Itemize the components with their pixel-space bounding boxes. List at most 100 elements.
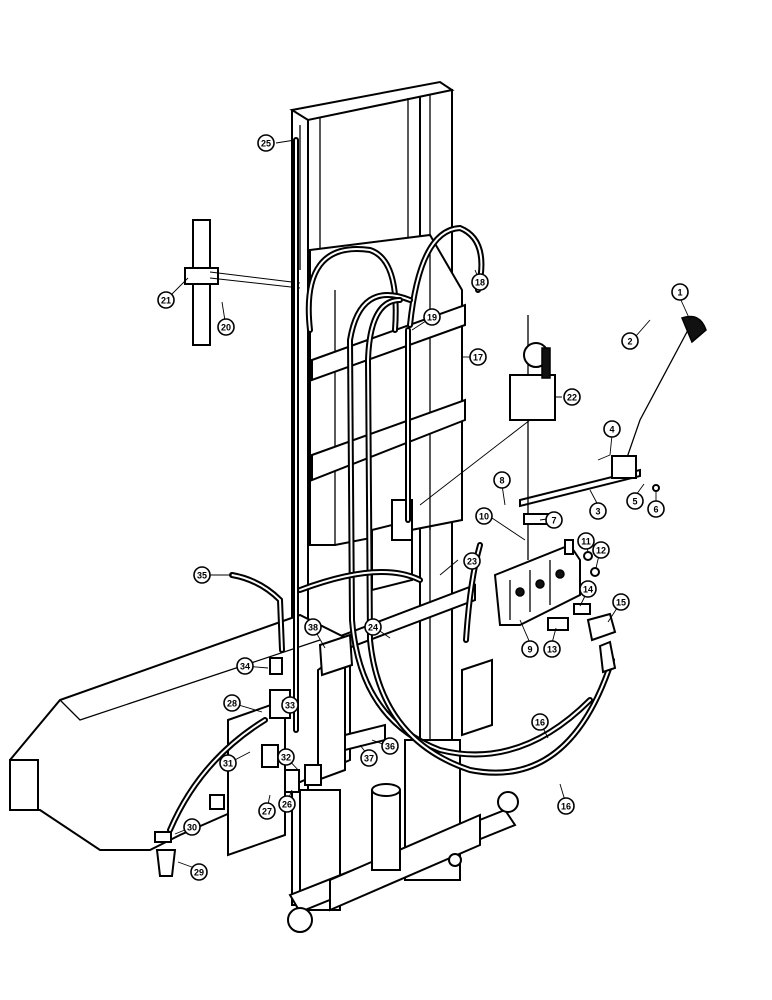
callout-number: 30 [187,823,197,833]
callout-number: 6 [653,505,658,515]
callout-16-b: 16 [557,797,575,815]
callout-13: 13 [543,640,561,658]
left-post-clamp [184,219,301,346]
callout-34: 34 [236,657,254,675]
callout-number: 21 [161,296,171,306]
callout-27: 27 [258,802,276,820]
callout-number: 27 [262,807,272,817]
callout-35: 35 [193,566,211,584]
callout-7: 7 [545,511,563,529]
callout-24: 24 [364,618,382,636]
callout-circle [183,818,201,836]
callout-number: 5 [632,497,637,507]
callout-circle [236,657,254,675]
callout-2: 2 [621,332,639,350]
callout-1: 1 [671,283,689,301]
callout-circle [543,640,561,658]
callout-number: 14 [583,585,593,595]
callout-circle [626,492,644,510]
callout-number: 15 [616,598,626,608]
callout-circle [579,580,597,598]
callout-28: 28 [223,694,241,712]
callout-29: 29 [190,863,208,881]
callout-circle [563,388,581,406]
callout-circle [545,511,563,529]
callout-circle [475,507,493,525]
callout-circle [258,802,276,820]
callout-circle [647,500,665,518]
callout-4: 4 [603,420,621,438]
callout-25: 25 [257,134,275,152]
callout-6: 6 [647,500,665,518]
callout-circle [423,308,441,326]
callout-8: 8 [493,471,511,489]
callout-number: 7 [551,516,556,526]
callout-circle [381,737,399,755]
callout-number: 23 [467,557,477,567]
callout-number: 18 [475,278,485,288]
callout-number: 22 [567,393,577,403]
callout-22: 22 [563,388,581,406]
callout-circle [193,566,211,584]
callout-31: 31 [219,754,237,772]
callout-12: 12 [592,541,610,559]
callout-circle [217,318,235,336]
callout-circle [592,541,610,559]
callout-17: 17 [469,348,487,366]
callout-number: 26 [282,800,292,810]
callout-15: 15 [612,593,630,611]
callout-number: 35 [197,571,207,581]
callout-circle [469,348,487,366]
callout-circle [577,532,595,550]
cylinder-38 [154,633,386,877]
callout-circle [471,273,489,291]
callout-number: 34 [240,662,250,672]
callout-number: 9 [527,645,532,655]
callout-number: 25 [261,139,271,149]
callout-20: 20 [217,318,235,336]
callout-19: 19 [423,308,441,326]
callout-number: 16 [535,718,545,728]
callout-number: 38 [308,623,318,633]
callout-number: 32 [281,753,291,763]
callout-23: 23 [463,552,481,570]
callout-circle [281,696,299,714]
hydraulic-hoses [167,137,615,833]
callout-circle [157,291,175,309]
callout-36: 36 [381,737,399,755]
callout-number: 13 [547,645,557,655]
control-lever [519,315,707,508]
callout-number: 28 [227,699,237,709]
callout-circle [360,749,378,767]
callout-11: 11 [577,532,595,550]
callout-16: 16 [531,713,549,731]
callout-9: 9 [521,640,539,658]
callout-number: 31 [223,759,233,769]
callout-33: 33 [281,696,299,714]
callout-circle [589,502,607,520]
callout-number: 16 [561,802,571,812]
callout-5: 5 [626,492,644,510]
callout-circle [612,593,630,611]
callout-circle [277,748,295,766]
callout-number: 33 [285,701,295,711]
callout-3: 3 [589,502,607,520]
callout-circle [493,471,511,489]
callout-number: 29 [194,868,204,878]
callout-37: 37 [360,749,378,767]
callout-18: 18 [471,273,489,291]
valve-fittings [523,484,660,674]
callout-14: 14 [579,580,597,598]
callout-number: 17 [473,353,483,363]
callout-circle [603,420,621,438]
mast-assembly [287,80,519,933]
callout-number: 1 [677,288,682,298]
callout-26: 26 [278,795,296,813]
callout-circle [531,713,549,731]
callout-number: 20 [221,323,231,333]
callout-32: 32 [277,748,295,766]
callout-circle [190,863,208,881]
callout-21: 21 [157,291,175,309]
callout-circle [219,754,237,772]
